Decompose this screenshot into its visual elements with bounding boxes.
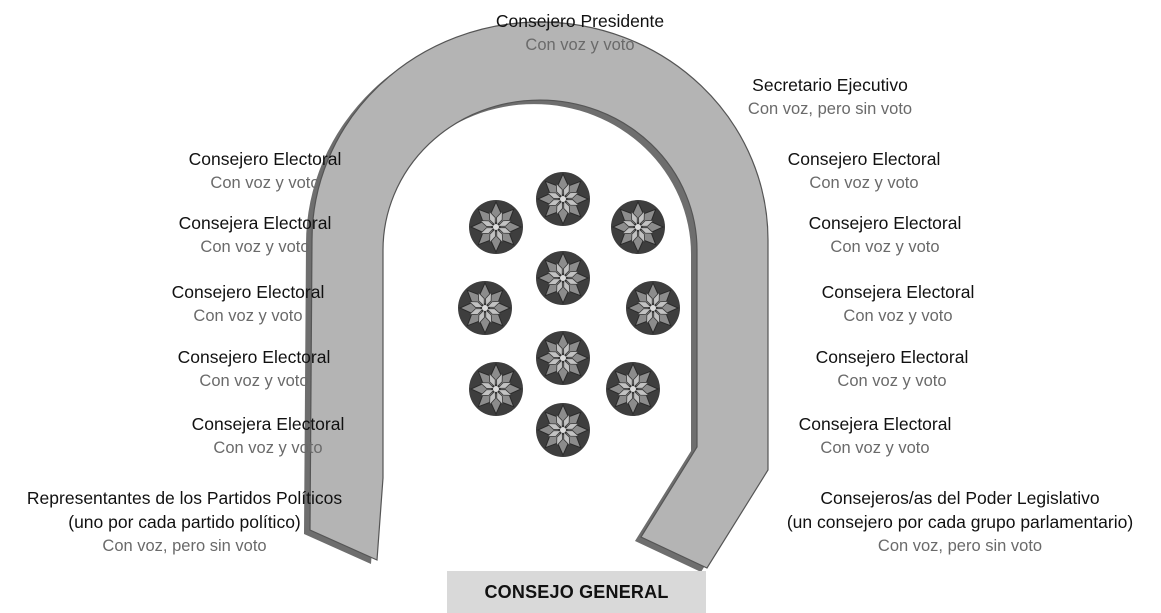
plant-icon	[605, 361, 661, 417]
label-right-5: Consejera Electoral Con voz y voto	[770, 412, 980, 460]
vote: Con voz y voto	[843, 307, 953, 325]
plant-icon	[468, 361, 524, 417]
label-partidos: Representantes de los Partidos Políticos…	[2, 486, 367, 558]
label-right-4: Consejero Electoral Con voz y voto	[787, 345, 997, 393]
vote: Con voz, pero sin voto	[102, 537, 267, 555]
label-presidente: Consejero Presidente Con voz y voto	[440, 9, 720, 57]
role: Representantes de los Partidos Políticos	[26, 488, 343, 508]
label-right-2: Consejero Electoral Con voz y voto	[780, 211, 990, 259]
vote: Con voz y voto	[210, 174, 320, 192]
role: Consejero Electoral	[815, 347, 969, 367]
vote: Con voz y voto	[213, 439, 323, 457]
label-left-5: Consejera Electoral Con voz y voto	[163, 412, 373, 460]
role: Consejero Electoral	[787, 149, 941, 169]
plant-icon	[468, 199, 524, 255]
label-right-1: Consejero Electoral Con voz y voto	[759, 147, 969, 195]
label-right-3: Consejera Electoral Con voz y voto	[793, 280, 1003, 328]
role: Consejero Electoral	[808, 213, 962, 233]
plant-icon	[535, 330, 591, 386]
role: Consejera Electoral	[798, 414, 952, 434]
label-left-2: Consejera Electoral Con voz y voto	[150, 211, 360, 259]
role: Consejero Electoral	[188, 149, 342, 169]
role: Consejera Electoral	[191, 414, 345, 434]
plant-icon	[535, 402, 591, 458]
role: Consejeros/as del Poder Legislativo	[820, 488, 1100, 508]
vote: Con voz y voto	[837, 372, 947, 390]
label-secretario: Secretario Ejecutivo Con voz, pero sin v…	[710, 73, 950, 121]
vote: Con voz y voto	[525, 36, 635, 54]
horseshoe-table-icon	[304, 21, 769, 572]
label-legislativo: Consejeros/as del Poder Legislativo (un …	[760, 486, 1160, 558]
vote: Con voz y voto	[809, 174, 919, 192]
role: Consejera Electoral	[178, 213, 332, 233]
vote: Con voz y voto	[820, 439, 930, 457]
label-left-1: Consejero Electoral Con voz y voto	[160, 147, 370, 195]
label-left-3: Consejero Electoral Con voz y voto	[143, 280, 353, 328]
plant-icon	[535, 250, 591, 306]
vote: Con voz y voto	[830, 238, 940, 256]
role: Consejero Electoral	[177, 347, 331, 367]
vote: Con voz, pero sin voto	[877, 537, 1043, 555]
plant-icon	[610, 199, 666, 255]
role: Consejera Electoral	[821, 282, 975, 302]
vote: Con voz, pero sin voto	[747, 100, 913, 118]
plant-icon	[457, 280, 513, 336]
role: Consejero Presidente	[495, 11, 665, 31]
vote: Con voz y voto	[199, 372, 309, 390]
plant-icon	[535, 171, 591, 227]
vote: Con voz y voto	[200, 238, 310, 256]
title-banner: CONSEJO GENERAL	[447, 571, 706, 613]
plant-icon	[625, 280, 681, 336]
role: Consejero Electoral	[171, 282, 325, 302]
plant-group	[457, 171, 681, 458]
role-detail: (un consejero por cada grupo parlamentar…	[786, 512, 1134, 532]
vote: Con voz y voto	[193, 307, 303, 325]
role-detail: (uno por cada partido político)	[68, 512, 301, 532]
diagram-title: CONSEJO GENERAL	[484, 581, 669, 602]
label-left-4: Consejero Electoral Con voz y voto	[149, 345, 359, 393]
role: Secretario Ejecutivo	[752, 75, 908, 95]
